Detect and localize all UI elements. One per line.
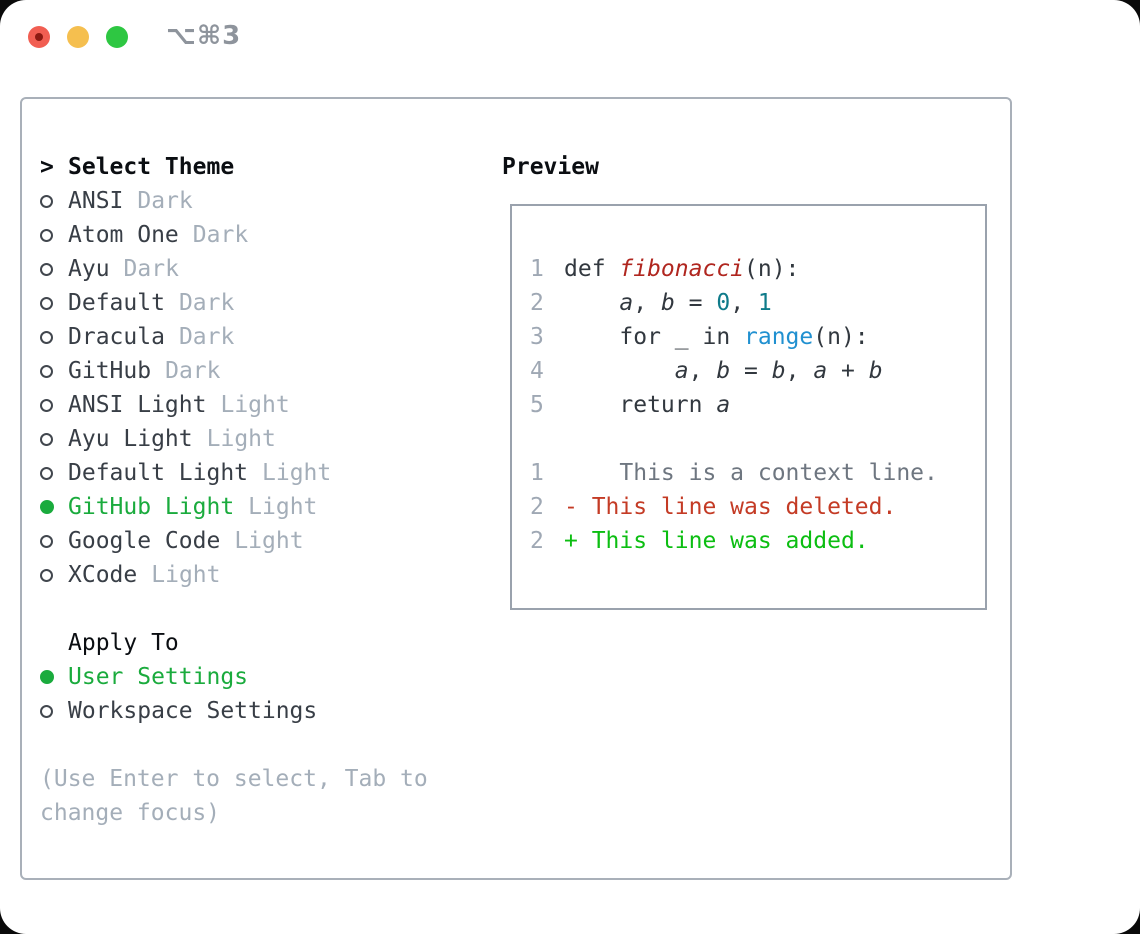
unsaved-dot-icon — [35, 33, 43, 41]
keyboard-hint: (Use Enter to select, Tab to change focu… — [40, 766, 428, 826]
theme-item-label: Google Code — [68, 528, 221, 554]
theme-variant-tag: Dark — [178, 290, 235, 316]
apply-to-header-row: Apply To — [40, 626, 502, 660]
theme-item-ansi-light[interactable]: ANSI Light Light — [40, 388, 502, 422]
theme-item-label: ANSI — [68, 188, 124, 214]
radio-unselected-icon — [40, 296, 68, 310]
code-text: a, b = 0, 1 — [619, 290, 772, 316]
radio-unselected-icon — [40, 194, 68, 208]
radio-unselected-icon — [40, 534, 68, 548]
apply-to-header: Apply To — [68, 630, 179, 656]
radio-unselected-icon — [40, 568, 68, 582]
selection-caret-icon: > — [40, 154, 54, 180]
radio-unselected-icon — [40, 432, 68, 446]
theme-variant-tag: Light — [206, 426, 276, 452]
preview-line: 2 - This line was deleted. — [530, 490, 985, 524]
window-title: ⌥⌘3 — [166, 21, 242, 51]
code-text: + This line was added. — [564, 528, 869, 554]
line-number: 2 — [530, 528, 544, 554]
apply-option-label: Workspace Settings — [68, 698, 318, 724]
theme-variant-tag: Dark — [178, 324, 235, 350]
line-number: 2 — [530, 494, 544, 520]
theme-item-label: Default Light — [68, 460, 249, 486]
theme-variant-tag: Dark — [192, 222, 249, 248]
theme-item-label: XCode — [68, 562, 138, 588]
zoom-button[interactable] — [106, 26, 128, 48]
radio-unselected-icon — [40, 364, 68, 378]
code-text: return a — [564, 392, 731, 418]
line-number: 4 — [530, 358, 544, 384]
line-number: 5 — [530, 392, 544, 418]
theme-item-label: GitHub — [68, 358, 152, 384]
code-text: def fibonacci(n): — [564, 256, 800, 282]
code-text: for _ in range(n): — [564, 324, 869, 350]
minimize-button[interactable] — [67, 26, 89, 48]
theme-item-github-light[interactable]: GitHub Light Light — [40, 490, 502, 524]
line-number: 1 — [530, 460, 544, 486]
preview-line — [530, 422, 985, 456]
preview-header: Preview — [502, 154, 599, 180]
code-text: - This line was deleted. — [564, 494, 897, 520]
theme-item-label: Default — [68, 290, 165, 316]
theme-variant-tag: Light — [220, 392, 290, 418]
theme-item-label: Dracula — [68, 324, 165, 350]
radio-unselected-icon — [40, 466, 68, 480]
preview-line: 2 a, b = 0, 1 — [530, 286, 985, 320]
theme-item-atom-one[interactable]: Atom One Dark — [40, 218, 502, 252]
line-number: 1 — [530, 256, 544, 282]
preview-line: 2 + This line was added. — [530, 524, 985, 558]
theme-item-ansi[interactable]: ANSI Dark — [40, 184, 502, 218]
preview-line: 3 for _ in range(n): — [530, 320, 985, 354]
theme-item-github[interactable]: GitHub Dark — [40, 354, 502, 388]
code-text: a, b = b, a + b — [674, 358, 883, 384]
theme-variant-tag: Dark — [123, 256, 179, 282]
theme-variant-tag: Light — [151, 562, 221, 588]
theme-item-label: Ayu — [68, 256, 110, 282]
code-text: This is a context line. — [564, 460, 938, 486]
radio-unselected-icon — [40, 228, 68, 242]
theme-variant-tag: Light — [248, 494, 318, 520]
theme-item-dracula[interactable]: Dracula Dark — [40, 320, 502, 354]
radio-selected-icon — [40, 500, 68, 514]
theme-item-ayu[interactable]: Ayu Dark — [40, 252, 502, 286]
theme-item-label: Ayu Light — [68, 426, 193, 452]
theme-variant-tag: Dark — [165, 358, 221, 384]
line-number: 3 — [530, 324, 544, 350]
theme-item-default[interactable]: Default Dark — [40, 286, 502, 320]
titlebar: ⌥⌘3 — [0, 0, 1140, 74]
preview-line: 1 def fibonacci(n): — [530, 252, 985, 286]
apply-option-user-settings[interactable]: User Settings — [40, 660, 502, 694]
radio-unselected-icon — [40, 330, 68, 344]
radio-unselected-icon — [40, 398, 68, 412]
close-button[interactable] — [28, 26, 50, 48]
preview-line: 4 a, b = b, a + b — [530, 354, 985, 388]
preview-line: 5 return a — [530, 388, 985, 422]
theme-item-label: GitHub Light — [68, 494, 235, 520]
theme-item-xcode[interactable]: XCode Light — [40, 558, 502, 592]
theme-item-label: Atom One — [68, 222, 179, 248]
select-theme-header-row: > Select Theme — [40, 150, 502, 184]
line-number: 2 — [530, 290, 544, 316]
theme-item-google-code[interactable]: Google Code Light — [40, 524, 502, 558]
theme-item-default-light[interactable]: Default Light Light — [40, 456, 502, 490]
preview-line: 1 This is a context line. — [530, 456, 985, 490]
apply-option-label: User Settings — [68, 664, 249, 690]
theme-variant-tag: Light — [234, 528, 304, 554]
radio-unselected-icon — [40, 262, 68, 276]
radio-selected-icon — [40, 670, 68, 684]
apply-option-workspace-settings[interactable]: Workspace Settings — [40, 694, 502, 728]
theme-variant-tag: Dark — [137, 188, 193, 214]
theme-item-ayu-light[interactable]: Ayu Light Light — [40, 422, 502, 456]
radio-unselected-icon — [40, 704, 68, 718]
theme-item-label: ANSI Light — [68, 392, 207, 418]
select-theme-header: Select Theme — [68, 154, 235, 180]
theme-variant-tag: Light — [262, 460, 332, 486]
